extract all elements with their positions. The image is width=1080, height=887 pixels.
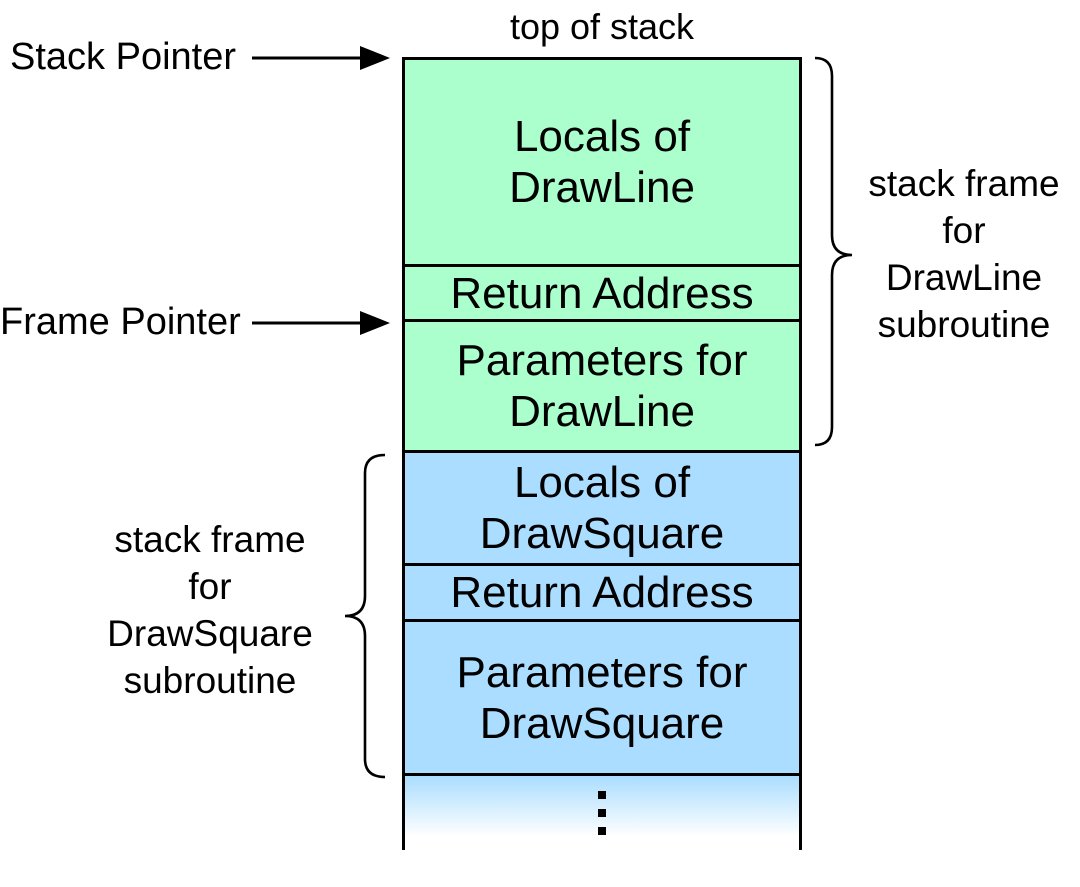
frame-label-line: subroutine <box>123 660 297 701</box>
cell-text-line: DrawLine <box>509 163 695 212</box>
frame-label-line: for <box>188 566 232 607</box>
drawsquare-frame-label: stack frame for DrawSquare subroutine <box>95 516 325 704</box>
cell-text-line: Parameters for <box>456 647 748 697</box>
cell-text-line: Locals of <box>513 458 691 507</box>
frame-label-line: stack frame <box>868 163 1060 204</box>
vertical-ellipsis-icon <box>598 791 606 799</box>
cell-text-line: DrawSquare <box>479 509 725 558</box>
cell-text-line: Return Address <box>450 268 754 318</box>
top-of-stack-label: top of stack <box>509 6 695 47</box>
frame-label-line: stack frame <box>114 519 306 560</box>
stack-cell-parameters-drawsquare: Parameters for DrawSquare <box>402 619 802 776</box>
drawline-frame-brace <box>814 56 853 447</box>
stack-column: Locals of DrawLine Return Address Parame… <box>402 57 802 850</box>
stack-cell-continuation <box>402 776 802 850</box>
stack-cell-locals-drawsquare: Locals of DrawSquare <box>402 450 802 566</box>
cell-text-line: Parameters for <box>456 336 748 385</box>
stack-cell-return-address-drawline: Return Address <box>402 264 802 322</box>
stack-cell-return-address-drawsquare: Return Address <box>402 563 802 622</box>
frame-label-line: DrawSquare <box>107 613 313 654</box>
cell-text-line: DrawSquare <box>479 698 725 748</box>
stack-pointer-arrow <box>252 46 390 70</box>
cell-text-line: Locals of <box>513 112 691 161</box>
vertical-ellipsis-icon <box>598 827 606 835</box>
stack-cell-locals-drawline: Locals of DrawLine <box>402 57 802 267</box>
vertical-ellipsis-icon <box>598 809 606 817</box>
drawsquare-frame-brace <box>344 453 386 779</box>
frame-label-line: for <box>942 210 986 251</box>
frame-label-line: DrawLine <box>885 257 1043 298</box>
stack-pointer-label: Stack Pointer <box>10 36 236 78</box>
frame-pointer-label: Frame Pointer <box>0 301 241 343</box>
frame-label-line: subroutine <box>877 304 1051 345</box>
cell-text-line: Return Address <box>450 568 754 617</box>
cell-text-line: DrawLine <box>509 387 695 436</box>
frame-pointer-arrow <box>252 311 390 335</box>
drawline-frame-label: stack frame for DrawLine subroutine <box>848 160 1080 348</box>
stack-cell-parameters-drawline: Parameters for DrawLine <box>402 319 802 453</box>
